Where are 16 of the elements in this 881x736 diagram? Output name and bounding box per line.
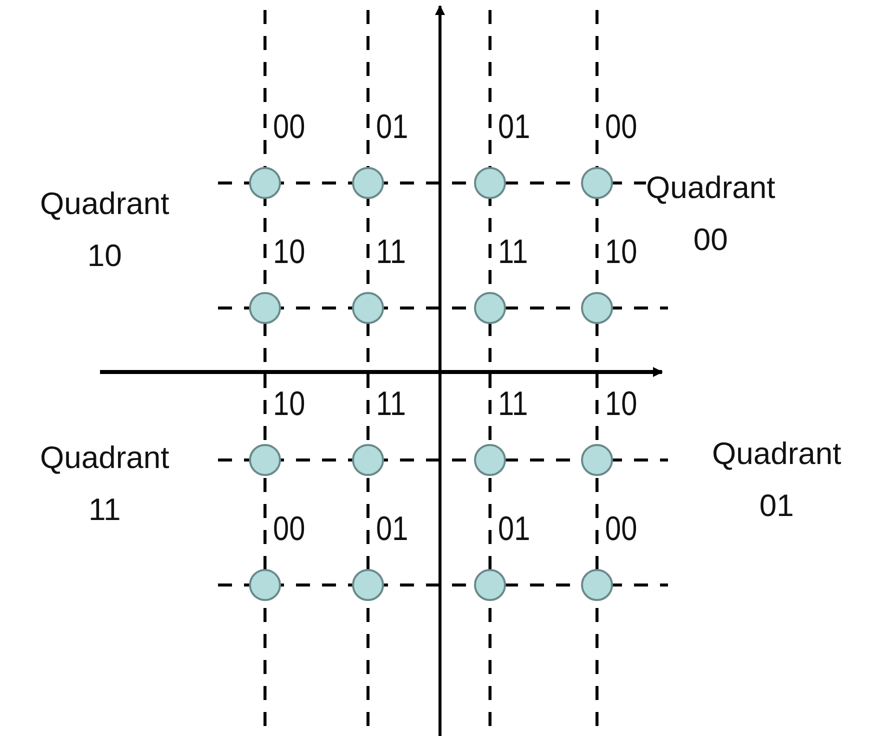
constellation-point <box>352 292 384 324</box>
constellation-point <box>474 569 506 601</box>
constellation-point <box>249 569 281 601</box>
constellation-point <box>581 292 613 324</box>
constellation-point <box>352 569 384 601</box>
constellation-point <box>249 167 281 199</box>
constellation-point <box>581 444 613 476</box>
constellation-point <box>352 444 384 476</box>
constellation-point <box>249 444 281 476</box>
constellation-point <box>474 444 506 476</box>
constellation-point <box>474 167 506 199</box>
constellation-point <box>352 167 384 199</box>
constellation-point <box>249 292 281 324</box>
constellation-point <box>474 292 506 324</box>
constellation-point <box>581 167 613 199</box>
constellation-point <box>581 569 613 601</box>
